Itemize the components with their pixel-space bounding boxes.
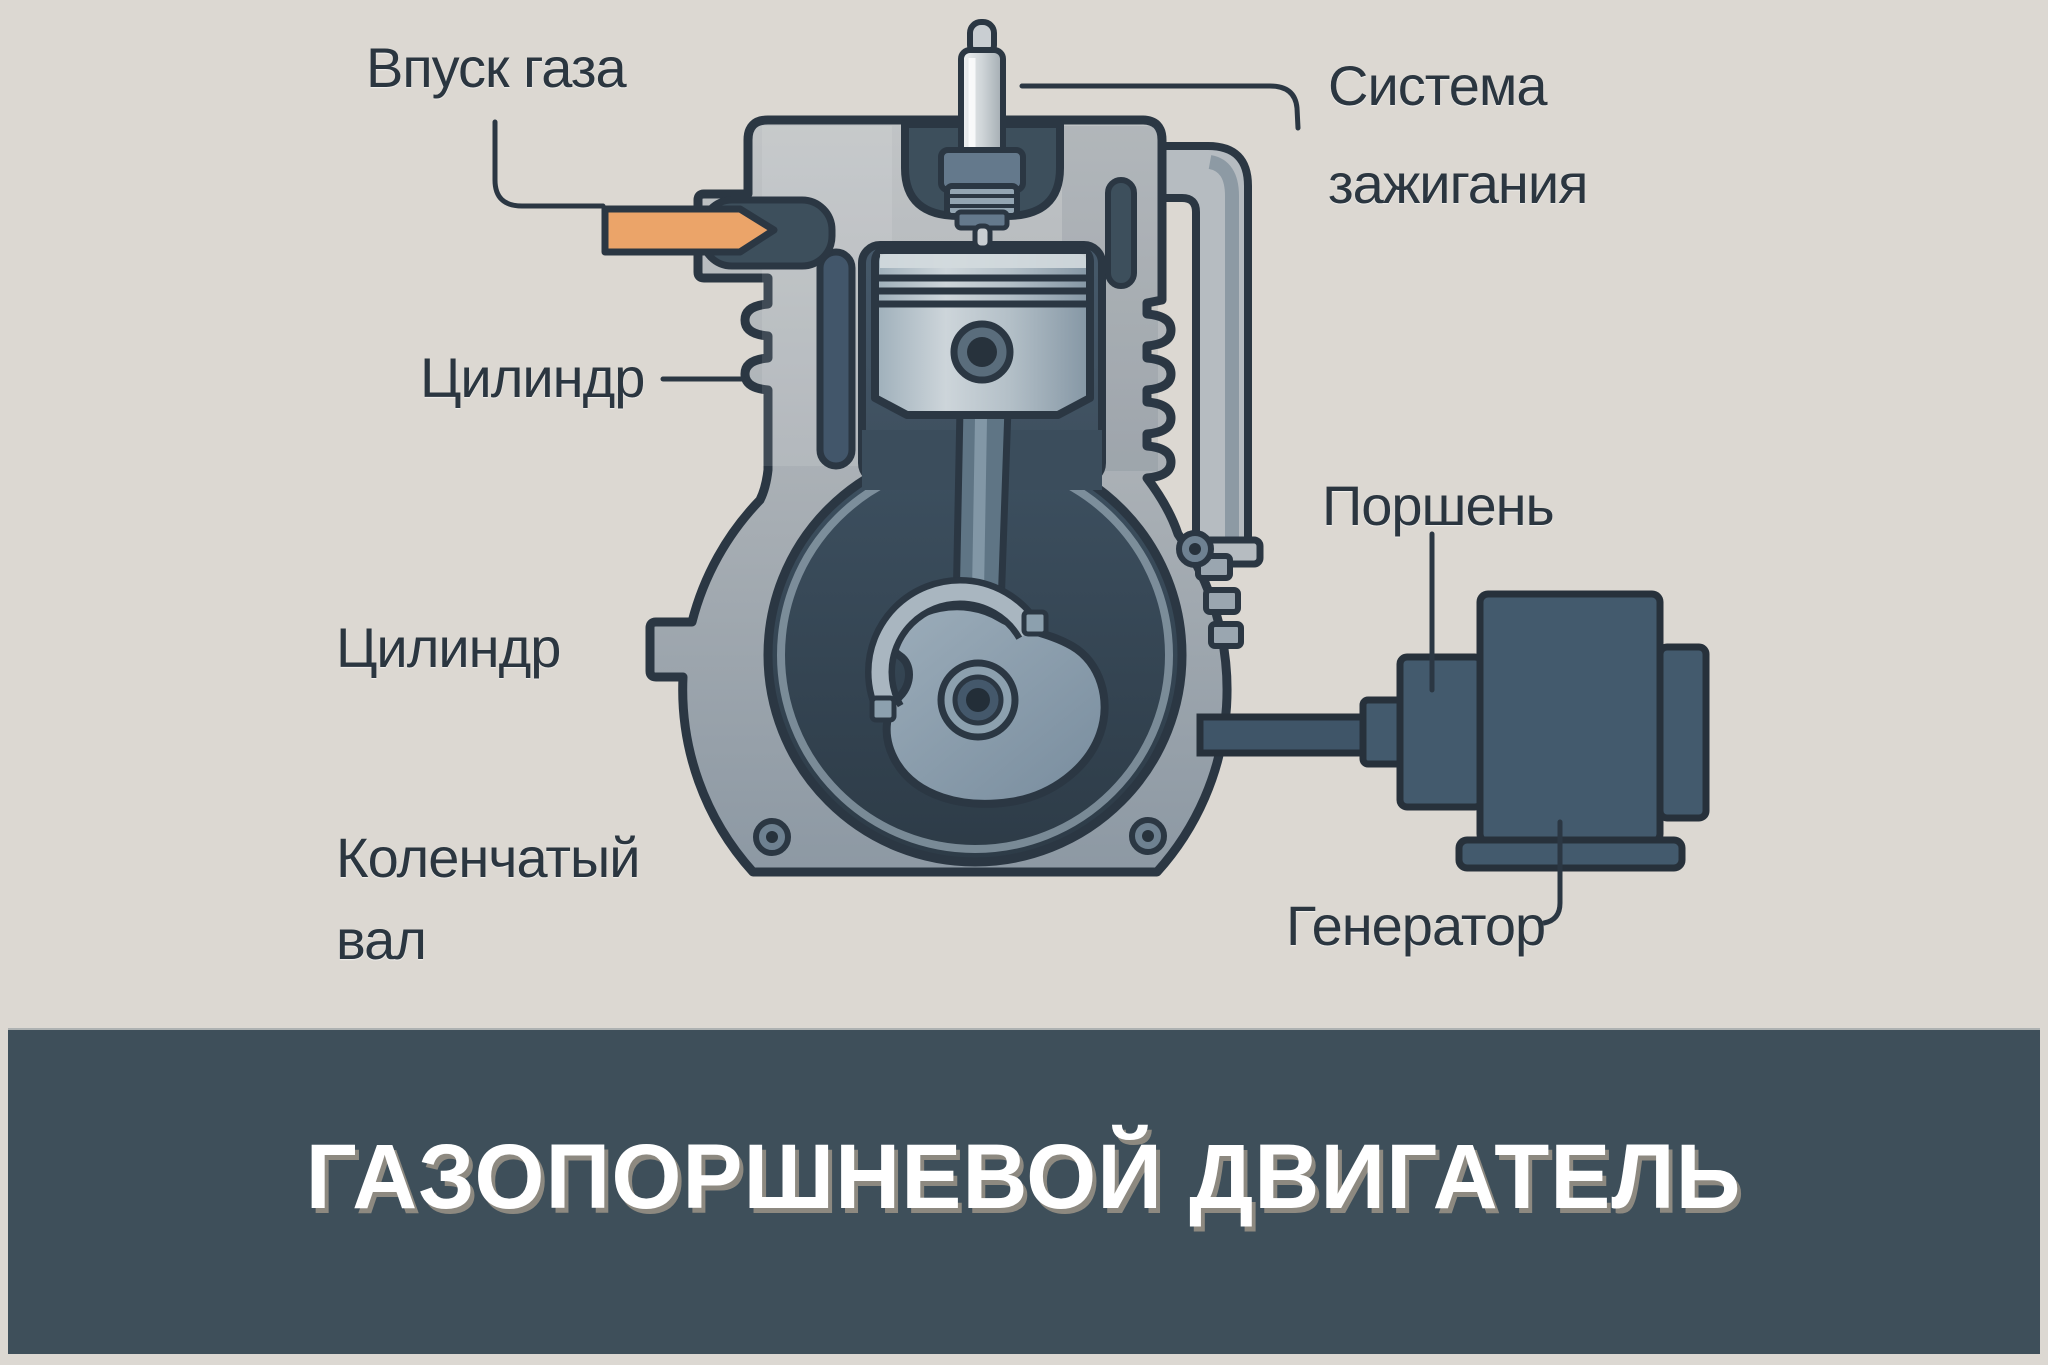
leader-lines [492, 83, 1563, 926]
label-cylinder-top: Цилиндр [420, 346, 645, 409]
leader-ignition [1019, 83, 1301, 131]
title-banner: ГАЗОПОРШНЕВОЙ ДВИГАТЕЛЬ [8, 1028, 2040, 1354]
leader-generator [1541, 819, 1563, 926]
piston-pin-bore [967, 337, 997, 367]
spark-plug-electrode [972, 223, 993, 251]
label-gas-intake: Впуск газа [366, 36, 627, 99]
bearing-cap [865, 577, 1055, 767]
piston [871, 246, 1094, 419]
generator [1359, 590, 1710, 872]
water-jacket-slot [816, 248, 856, 470]
crankshaft-pin [937, 659, 1019, 741]
head-slot [1105, 177, 1137, 289]
label-generator: Генератор [1286, 894, 1546, 957]
generator-main-body [1476, 590, 1664, 846]
label-crankshaft-line2: вал [336, 908, 427, 972]
label-piston: Поршень [1322, 474, 1555, 537]
leader-gas-intake [492, 119, 606, 209]
piston-crown-band [880, 254, 1086, 268]
generator-coupling [1396, 653, 1486, 811]
spark-plug-insulator [958, 47, 1006, 163]
exhaust-pipe [1158, 142, 1264, 568]
engine-diagram [492, 19, 1710, 926]
spark-plug [938, 19, 1026, 251]
piston-rings [876, 274, 1089, 308]
label-ignition-system: Система зажигания [1328, 54, 1588, 217]
label-ignition-line1: Система [1328, 54, 1548, 117]
intake-arrow [601, 205, 778, 256]
label-crankshaft: Коленчатый вал [336, 826, 641, 973]
drive-shaft [1196, 713, 1372, 757]
label-ignition-line2: зажигания [1328, 152, 1588, 216]
generator-base [1455, 836, 1686, 872]
banner-title: ГАЗОПОРШНЕВОЙ ДВИГАТЕЛЬ [306, 1125, 1742, 1228]
label-cylinder-left: Цилиндр [336, 616, 561, 679]
bolt [753, 530, 1214, 856]
label-crankshaft-line1: Коленчатый [336, 826, 641, 889]
generator-end-block [1656, 643, 1710, 822]
